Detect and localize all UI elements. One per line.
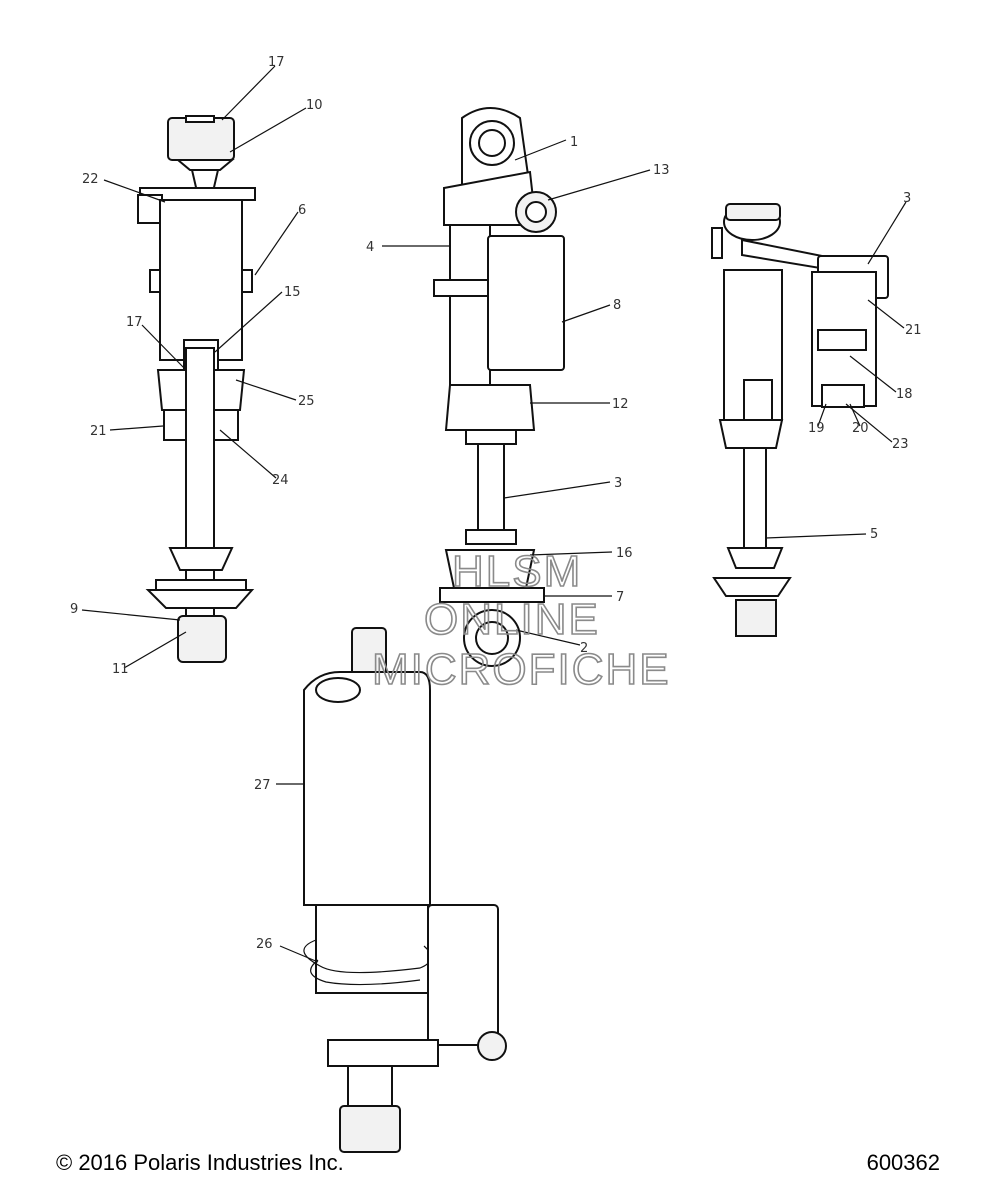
callout-19: 19 [808,421,825,436]
callout-12: 12 [612,397,629,412]
watermark-line2: ONLINE [424,595,600,644]
callout-20: 20 [852,421,869,436]
left-shock-callouts: 17 10 22 6 15 17 25 21 24 9 11 [70,55,323,677]
right-shock-assembly [711,203,889,637]
callout-27: 27 [254,778,271,793]
left-shock-assembly [137,115,256,663]
callout-13: 13 [653,163,670,178]
callout-22: 22 [82,172,99,187]
callout-15: 15 [284,285,301,300]
callout-23: 23 [892,437,909,452]
diagram-number: 600362 [866,1150,940,1175]
bottom-shock-assembly [303,627,507,1153]
callout-21-right: 21 [905,323,922,338]
callout-7: 7 [616,590,624,605]
watermark-line3: MICROFICHE [372,645,671,694]
callout-16: 16 [616,546,633,561]
callout-4: 4 [366,240,374,255]
callout-1: 1 [570,135,578,150]
callout-10: 10 [306,98,323,113]
callout-11: 11 [112,662,129,677]
callout-9: 9 [70,602,78,617]
callout-3: 3 [614,476,622,491]
copyright-text: © 2016 Polaris Industries Inc. [56,1150,344,1175]
callout-17: 17 [268,55,285,70]
right-shock-callouts: 3 21 18 23 19 20 5 [765,191,922,542]
callout-6: 6 [298,203,306,218]
callout-3-right: 3 [903,191,911,206]
callout-21: 21 [90,424,107,439]
watermark: HLSM ONLINE MICROFICHE [371,546,671,695]
callout-25: 25 [298,394,315,409]
center-shock-callouts: 1 13 4 8 12 3 16 7 2 [366,135,670,656]
callout-26: 26 [256,937,273,952]
callout-18: 18 [896,387,913,402]
callout-2: 2 [580,641,588,656]
center-shock-assembly [433,107,565,667]
callout-8: 8 [613,298,621,313]
callout-5: 5 [870,527,878,542]
callout-24: 24 [272,473,289,488]
bottom-shock-callouts: 27 26 [254,778,319,963]
callout-17b: 17 [126,315,143,330]
watermark-line1: HLSM [452,547,582,596]
